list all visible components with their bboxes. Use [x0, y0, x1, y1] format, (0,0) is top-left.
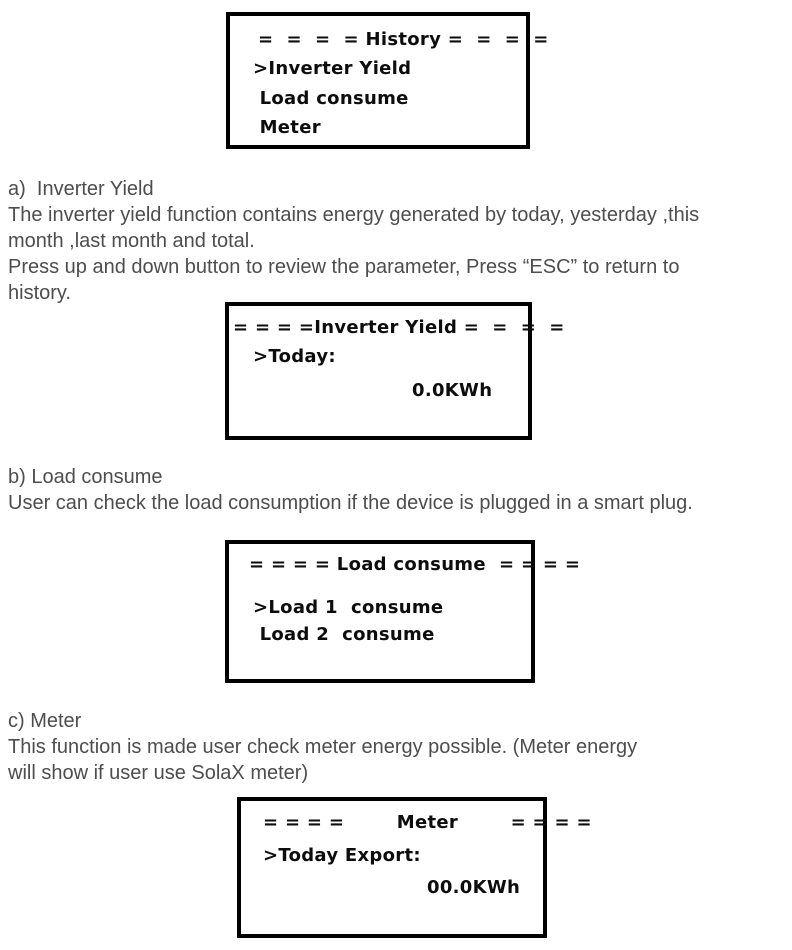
lcd-menu-item-load1-consume: >Load 1 consume	[253, 597, 444, 618]
body-line: will show if user use SolaX meter)	[8, 762, 309, 784]
body-line: month ,last month and total.	[8, 230, 255, 252]
section-heading-b: b) Load consume	[8, 466, 163, 488]
section-heading-a: a) Inverter Yield	[8, 178, 154, 200]
lcd-screen-meter: = = = = Meter = = = = >Today Export: 00.…	[237, 797, 592, 938]
section-heading-c: c) Meter	[8, 710, 82, 732]
body-line: history.	[8, 282, 71, 304]
lcd-menu-item-inverter-yield: >Inverter Yield	[253, 58, 412, 79]
lcd-menu-item-meter: Meter	[253, 117, 321, 138]
lcd-value-today-export: 00.0KWh	[427, 877, 521, 898]
section-load-consume: b) Load consume User can check the load …	[8, 464, 693, 516]
lcd-screen-inverter-yield: = = = =Inverter Yield = = = = >Today: 0.…	[225, 302, 565, 440]
body-line: Press up and down button to review the p…	[8, 256, 680, 278]
lcd-screen-history: = = = = History = = = = >Inverter Yield …	[226, 12, 549, 149]
lcd-cursor-line-today: >Today:	[253, 346, 336, 367]
lcd-title-meter: = = = = Meter = = = =	[263, 812, 592, 833]
body-line: This function is made user check meter e…	[8, 736, 638, 758]
lcd-menu-item-load-consume: Load consume	[253, 88, 409, 109]
lcd-title-load-consume: = = = = Load consume = = = =	[249, 554, 581, 575]
lcd-cursor-line-today-export: >Today Export:	[263, 845, 421, 866]
section-inverter-yield: a) Inverter Yield The inverter yield fun…	[8, 176, 699, 306]
body-line: User can check the load consumption if t…	[8, 492, 693, 514]
lcd-value-today-yield: 0.0KWh	[412, 380, 493, 401]
lcd-title-inverter-yield: = = = =Inverter Yield = = = =	[233, 317, 565, 338]
lcd-screen-load-consume: = = = = Load consume = = = = >Load 1 con…	[225, 540, 581, 683]
lcd-menu-item-load2-consume: Load 2 consume	[253, 624, 435, 645]
lcd-title-history: = = = = History = = = =	[258, 29, 549, 50]
section-meter: c) Meter This function is made user chec…	[8, 708, 637, 786]
body-line: The inverter yield function contains ene…	[8, 204, 700, 226]
